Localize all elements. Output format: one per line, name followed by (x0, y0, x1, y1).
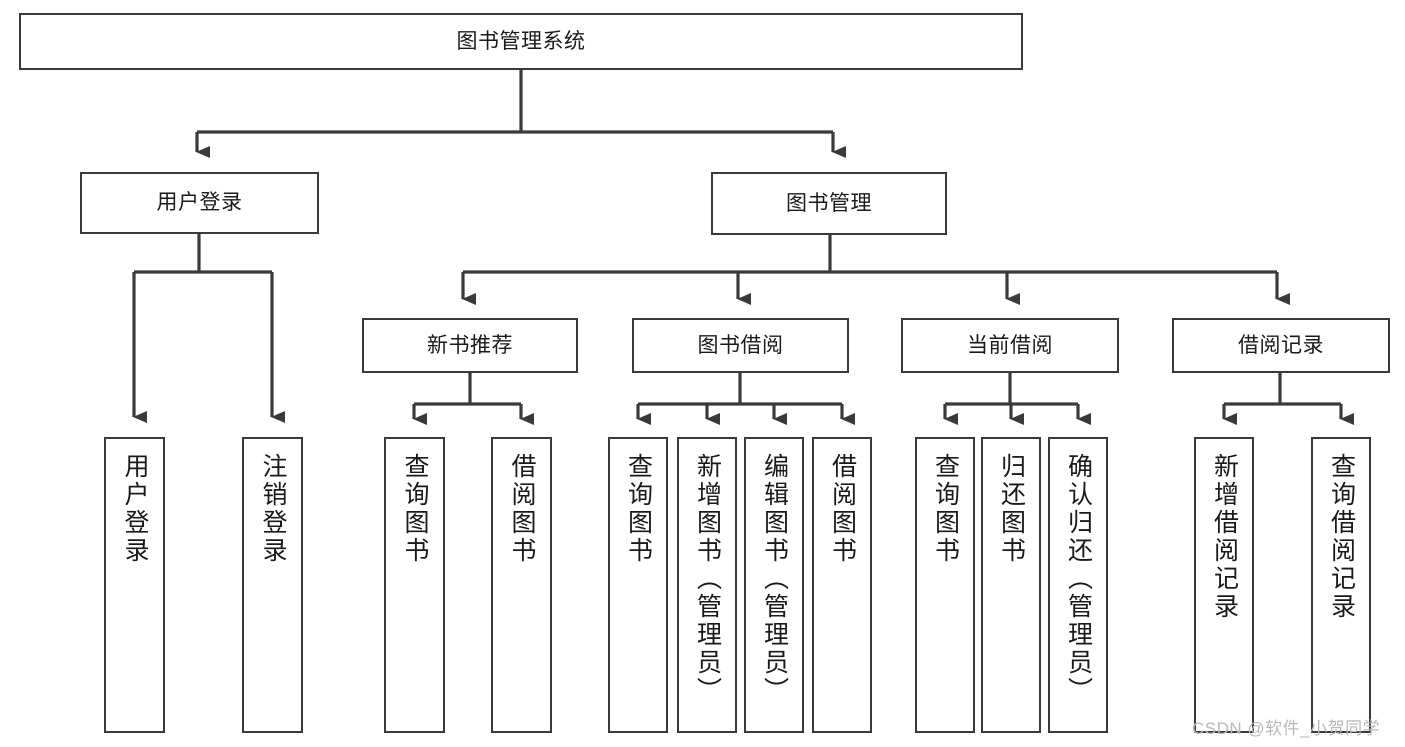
node-leaf-user-login-label: 用户登录 (121, 453, 149, 565)
node-leaf-confirm-return[interactable]: 确认归还（管理员） (1048, 437, 1108, 733)
node-book-borrow[interactable]: 图书借阅 (632, 318, 849, 373)
node-leaf-user-logout-label: 注销登录 (259, 453, 287, 565)
node-leaf-add-record[interactable]: 新增借阅记录 (1194, 437, 1254, 733)
node-current-borrow[interactable]: 当前借阅 (901, 318, 1119, 373)
node-leaf-query-book-2[interactable]: 查询图书 (608, 437, 668, 733)
node-borrow-record[interactable]: 借阅记录 (1172, 318, 1390, 373)
node-root-label: 图书管理系统 (456, 29, 586, 53)
node-leaf-query-book-1-label: 查询图书 (401, 453, 429, 565)
node-leaf-query-book-3-label: 查询图书 (931, 453, 960, 565)
csdn-watermark: CSDN @软件_小贺同学 (1192, 719, 1381, 738)
node-leaf-borrow-book-1-label: 借阅图书 (508, 453, 536, 565)
node-leaf-query-record-label: 查询借阅记录 (1327, 453, 1356, 621)
node-user-login-label: 用户登录 (156, 191, 243, 215)
node-leaf-return-book[interactable]: 归还图书 (981, 437, 1041, 733)
node-leaf-confirm-return-label: 确认归还（管理员） (1064, 453, 1093, 705)
node-leaf-user-logout[interactable]: 注销登录 (242, 437, 303, 733)
node-leaf-query-book-2-label: 查询图书 (624, 453, 653, 565)
node-root[interactable]: 图书管理系统 (19, 13, 1023, 70)
node-leaf-edit-book[interactable]: 编辑图书（管理员） (744, 437, 804, 733)
node-leaf-query-book-1[interactable]: 查询图书 (384, 437, 445, 733)
node-leaf-borrow-book-2[interactable]: 借阅图书 (812, 437, 872, 733)
node-book-manage-label: 图书管理 (786, 191, 872, 215)
node-leaf-add-book-label: 新增图书（管理员） (693, 453, 722, 705)
node-leaf-query-book-3[interactable]: 查询图书 (915, 437, 975, 733)
node-leaf-user-login[interactable]: 用户登录 (104, 437, 165, 733)
node-new-book-recommend[interactable]: 新书推荐 (362, 318, 578, 373)
node-current-borrow-label: 当前借阅 (967, 333, 1053, 357)
node-new-book-recommend-label: 新书推荐 (427, 333, 513, 357)
node-book-manage[interactable]: 图书管理 (711, 172, 947, 235)
node-borrow-record-label: 借阅记录 (1238, 333, 1324, 357)
node-book-borrow-label: 图书借阅 (697, 333, 784, 357)
node-leaf-add-book[interactable]: 新增图书（管理员） (677, 437, 737, 733)
node-user-login[interactable]: 用户登录 (80, 172, 319, 234)
node-leaf-edit-book-label: 编辑图书（管理员） (760, 453, 789, 705)
node-leaf-query-record[interactable]: 查询借阅记录 (1311, 437, 1371, 733)
node-leaf-return-book-label: 归还图书 (997, 453, 1026, 565)
node-leaf-borrow-book-1[interactable]: 借阅图书 (491, 437, 552, 733)
node-leaf-add-record-label: 新增借阅记录 (1210, 453, 1239, 621)
node-leaf-borrow-book-2-label: 借阅图书 (828, 453, 857, 565)
